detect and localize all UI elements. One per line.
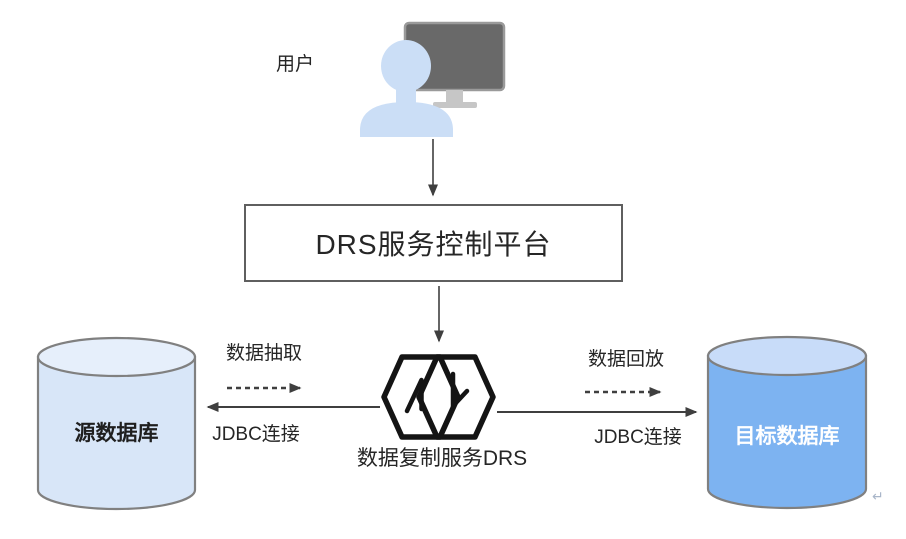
- data-replay-label: 数据回放: [587, 349, 664, 370]
- monitor-stand-neck: [446, 90, 463, 103]
- drs-icon-right-glyph: [450, 371, 470, 409]
- source-db-top: [36, 336, 197, 378]
- target-db-icon: [706, 335, 868, 510]
- drs-icon-right-hexagon: [416, 354, 496, 440]
- return-mark: ↵: [872, 488, 884, 504]
- drs-icon: [381, 354, 496, 440]
- source-db-icon: [36, 336, 197, 511]
- user-label: 用户: [276, 54, 315, 75]
- target-jdbc-label: JDBC连接: [594, 427, 682, 448]
- source-db-body: [36, 355, 197, 511]
- drs-icon-left-glyph: [404, 377, 424, 414]
- target-db-top: [706, 335, 868, 377]
- monitor-stand-base: [433, 102, 477, 108]
- target-db-label: 目标数据库: [734, 425, 840, 448]
- person-head: [381, 40, 431, 92]
- drs-icon-left-hexagon: [381, 354, 461, 440]
- person-neck: [396, 84, 416, 106]
- control-platform-label: DRS服务控制平台: [315, 229, 552, 260]
- source-db-label: 源数据库: [74, 422, 159, 445]
- source-jdbc-label: JDBC连接: [212, 424, 300, 445]
- target-db-body: [706, 354, 868, 510]
- data-extract-label: 数据抽取: [225, 343, 302, 364]
- user-icon: [360, 21, 506, 137]
- drs-service-label: 数据复制服务DRS: [356, 447, 528, 470]
- control-platform-box: DRS服务控制平台: [244, 204, 623, 282]
- person-shoulders: [360, 102, 453, 137]
